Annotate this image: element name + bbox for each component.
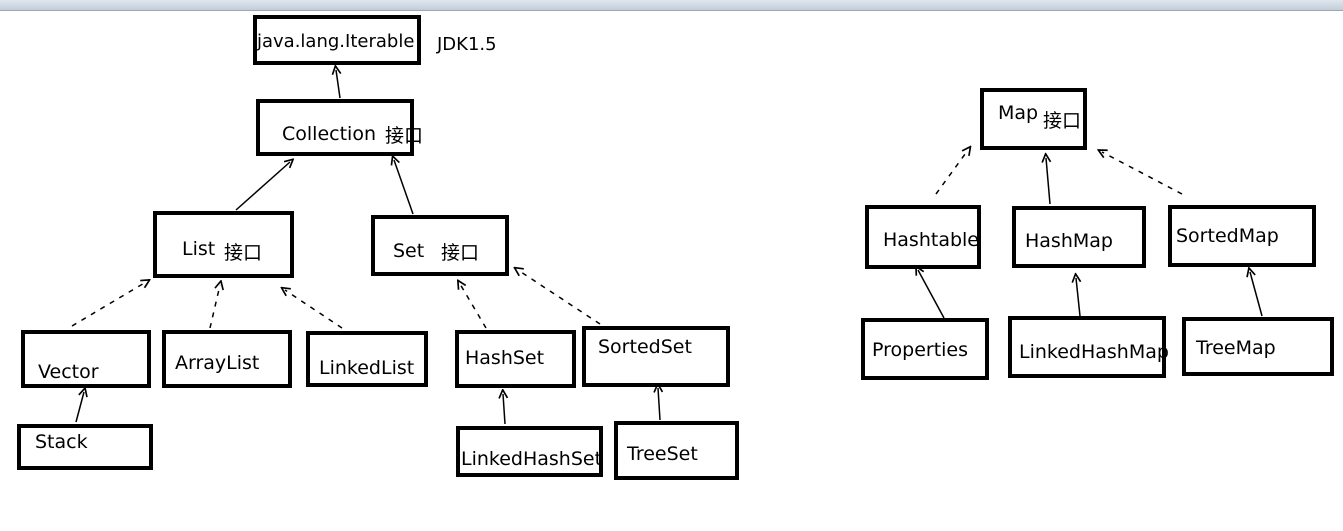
node-stack[interactable] [17, 424, 153, 470]
node-treemap-label: TreeMap [1196, 337, 1276, 359]
node-map-label: Map [998, 102, 1039, 124]
window-top-bar [0, 0, 1343, 11]
edge-arraylist-list [209, 285, 220, 329]
edge-hashmap-map [1046, 158, 1050, 205]
edge-stack-vector [75, 392, 84, 423]
node-treeset[interactable] [614, 421, 739, 480]
edge-hashtable-map [935, 150, 968, 195]
node-collection-label: Collection [282, 123, 376, 145]
node-hashmap-label: HashMap [1025, 230, 1113, 252]
edge-sortedset-set [518, 270, 601, 325]
jdk-version-note: JDK1.5 [437, 34, 497, 55]
node-vector-label: Vector [38, 361, 99, 383]
node-hashmap[interactable] [1012, 206, 1146, 268]
node-set[interactable] [371, 215, 509, 276]
node-linkedlist-label: LinkedList [319, 357, 415, 379]
edge-collection-iterable [336, 70, 340, 99]
node-set-interface-tag: 接口 [441, 242, 480, 264]
node-treeset-label: TreeSet [627, 443, 698, 465]
node-collection-interface-tag: 接口 [385, 125, 424, 147]
node-sortedset-label: SortedSet [598, 336, 692, 358]
edge-set-collection [394, 160, 414, 215]
node-list-interface-tag: 接口 [224, 242, 263, 264]
node-hashtable-label: Hashtable [883, 229, 979, 251]
node-linkedhashmap-label: LinkedHashMap [1019, 341, 1169, 363]
node-iterable[interactable] [253, 15, 421, 65]
node-properties-label: Properties [872, 339, 969, 361]
node-properties[interactable] [861, 318, 989, 380]
node-stack-label: Stack [35, 431, 88, 453]
edge-properties-hashtable [918, 270, 945, 319]
node-sortedset[interactable] [582, 326, 730, 387]
node-linkedhashset-label: LinkedHashSet [461, 448, 603, 470]
node-arraylist[interactable] [162, 330, 292, 388]
node-vector[interactable] [21, 330, 151, 388]
node-hashset[interactable] [455, 330, 576, 388]
edge-linkedhashset-hashset [503, 394, 505, 425]
node-sortedmap[interactable] [1168, 205, 1316, 267]
node-map-interface-tag: 接口 [1043, 110, 1082, 132]
node-linkedlist[interactable] [306, 331, 428, 387]
node-list-label: List [182, 238, 216, 260]
edge-list-collection [235, 162, 290, 211]
edge-linkedhashmap-hashmap [1076, 278, 1080, 317]
node-sortedmap-label: SortedMap [1176, 225, 1279, 247]
edge-treeset-sortedset [658, 388, 660, 421]
node-iterable-label: java.lang.Iterable [257, 31, 415, 52]
node-arraylist-label: ArrayList [175, 352, 260, 374]
node-map[interactable] [980, 88, 1087, 150]
node-hashset-label: HashSet [465, 347, 545, 369]
node-collection[interactable] [256, 99, 414, 156]
edge-treemap-sortedmap [1250, 272, 1263, 317]
edge-linkedlist-list [285, 290, 343, 329]
node-linkedhashset[interactable] [456, 426, 603, 477]
node-treemap[interactable] [1182, 317, 1334, 376]
node-set-label: Set [393, 240, 425, 262]
edge-sortedmap-map [1102, 152, 1183, 195]
edge-hashset-set [460, 284, 487, 329]
node-hashtable[interactable] [865, 205, 981, 269]
edge-vector-list [71, 282, 146, 327]
node-linkedhashmap[interactable] [1008, 316, 1166, 378]
node-list[interactable] [153, 211, 294, 278]
